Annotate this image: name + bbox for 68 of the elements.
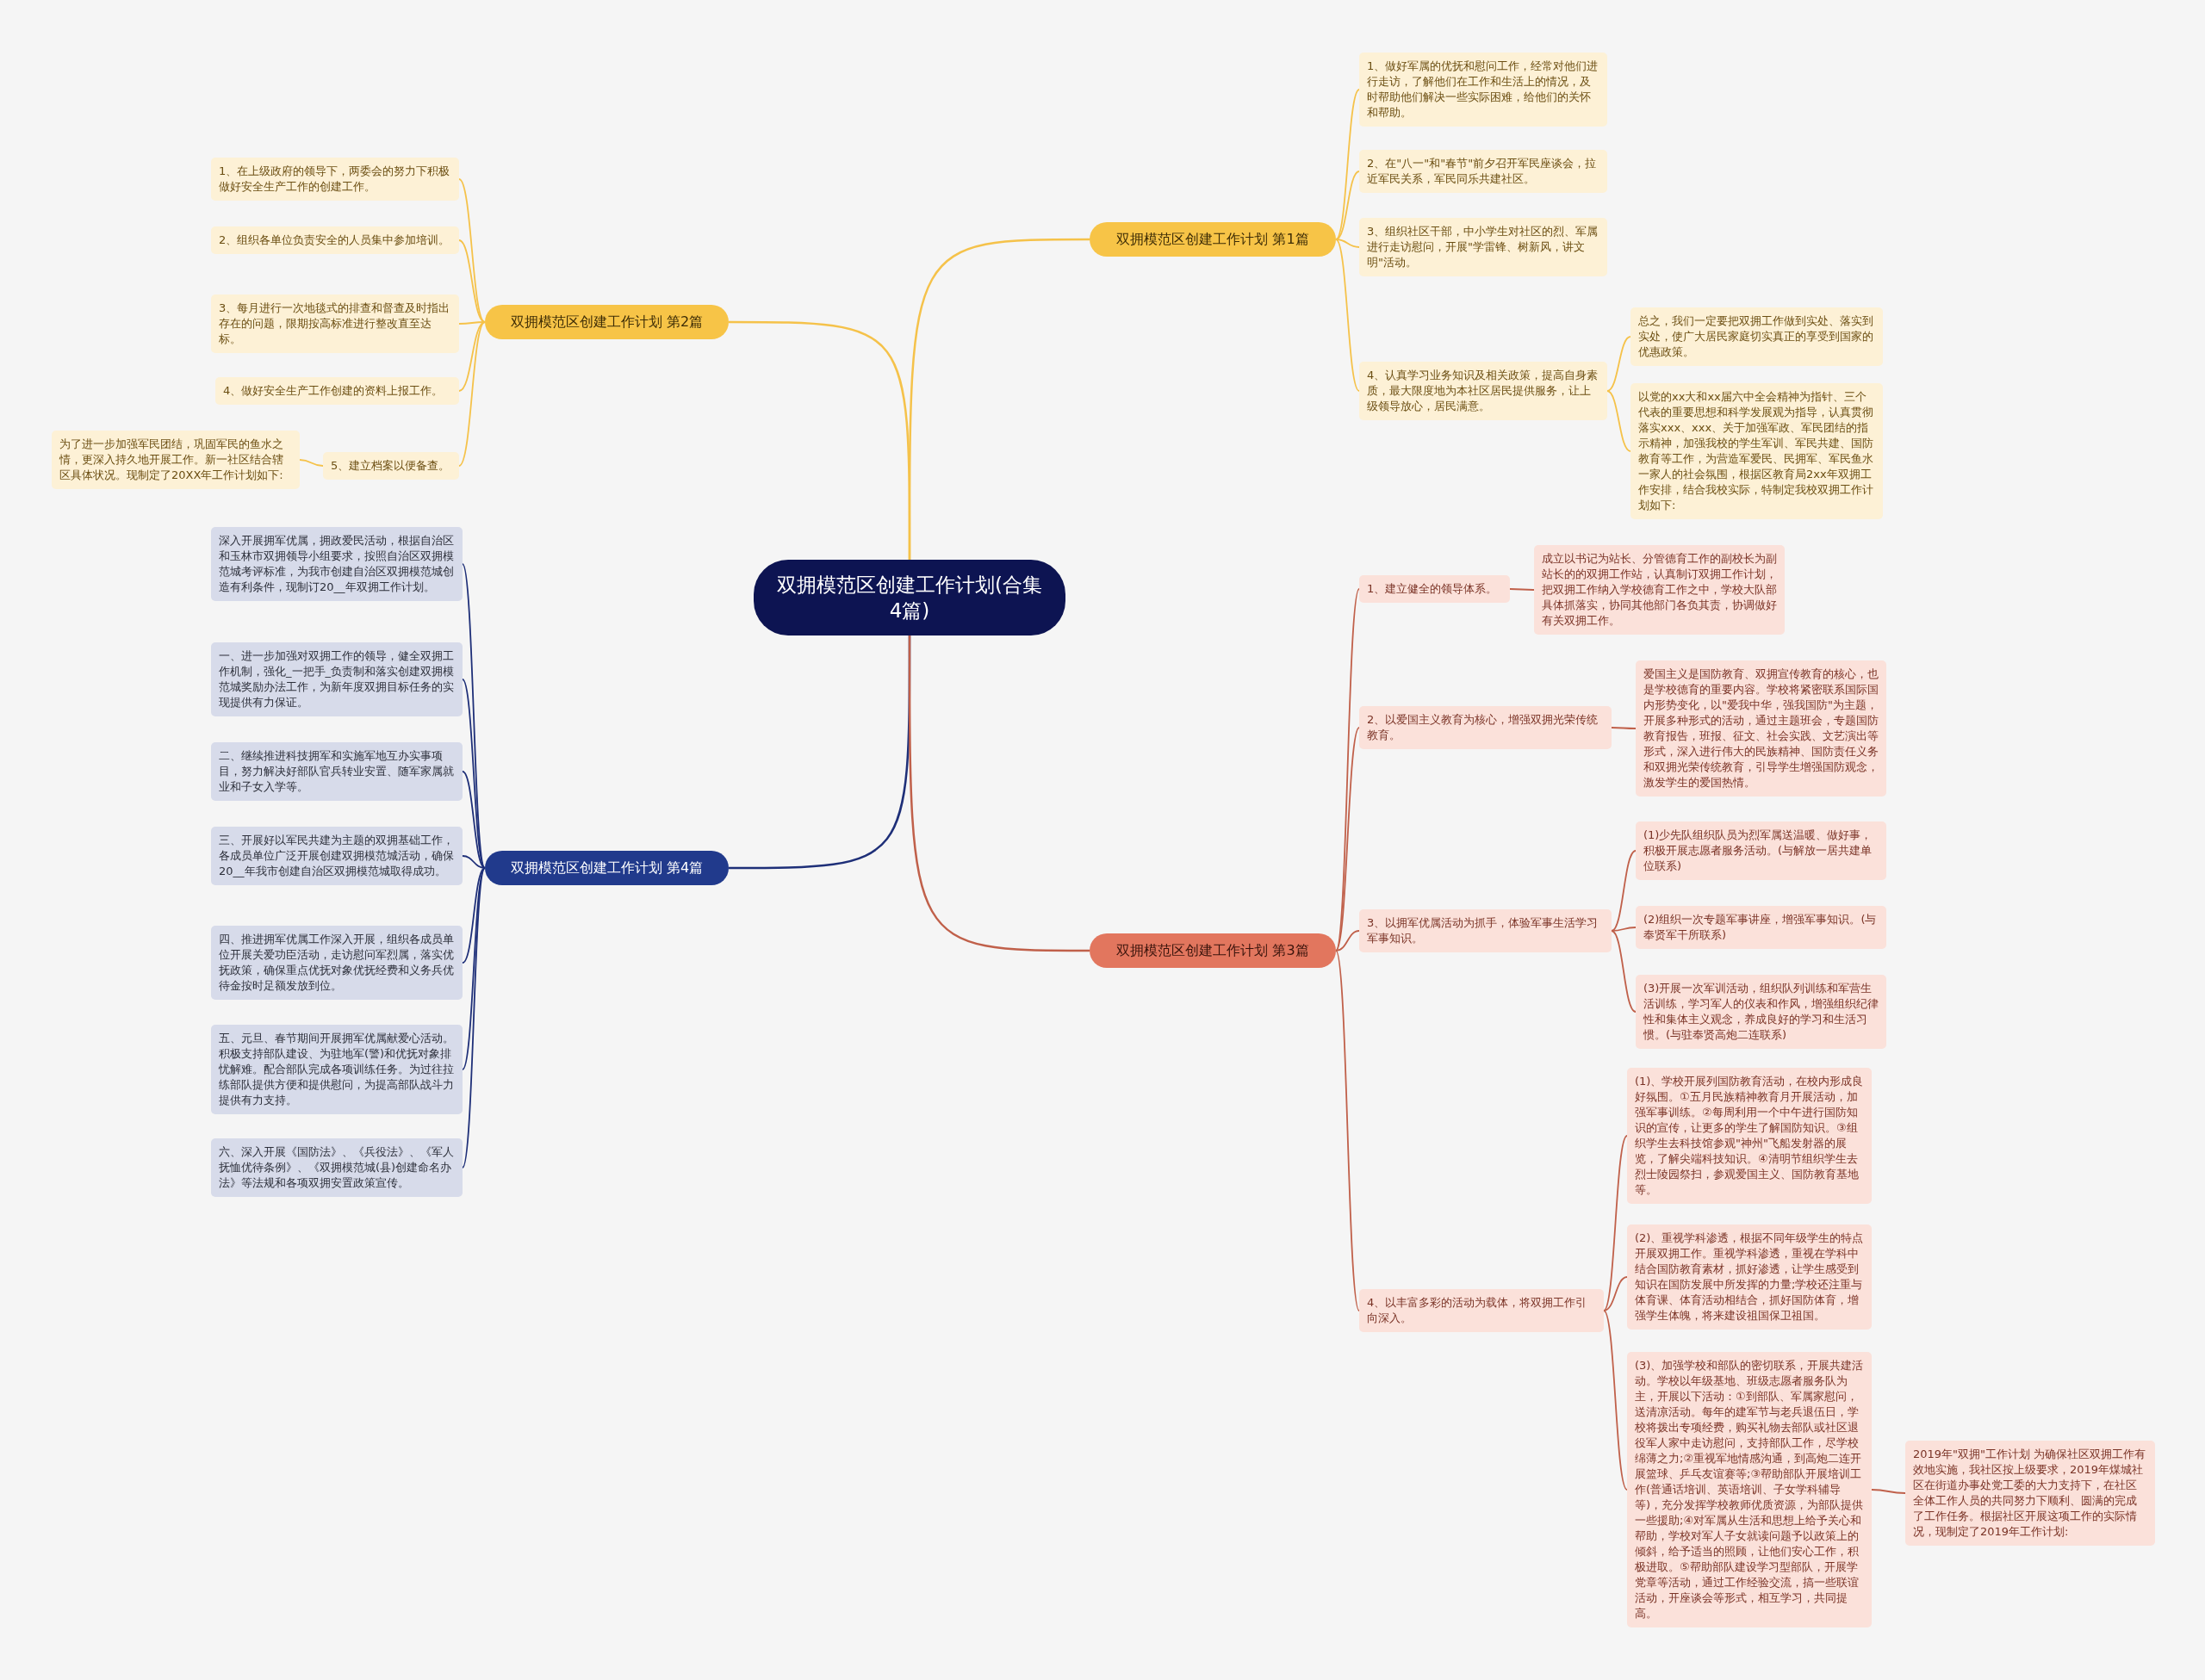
connector-line xyxy=(1611,727,1637,729)
topic-card: 4、做好安全生产工作创建的资料上报工作。 xyxy=(215,377,459,405)
topic-card: 爱国主义是国防教育、双拥宣传教育的核心，也是学校德育的重要内容。学校将紧密联系国际国内形势变化，以"爱我中华，强我国防"为主题，开展多种形式的活动，通过主题班会，专题国防教育报告，班报、征文、社会实践、文艺演出等形式，深入进行伟大的民族精神、国防责任义务和双拥光荣传统教育，引导学生增强国防观念，激发学生的爱国热情。 xyxy=(1636,660,1886,797)
connector-line xyxy=(462,867,486,1169)
connector-line xyxy=(458,239,486,323)
topic-card: 二、继续推进科技拥军和实施军地互办实事项目，努力解决好部队官兵转业安置、随军家属就业和子女入学等。 xyxy=(211,742,463,801)
topic-card: 深入开展拥军优属，拥政爱民活动，根据自治区和玉林市双拥领导小组要求，按照自治区双拥模范城考评标准，为我市创建自治区双拥模范城创造有利条件，现制订20__年双拥工作计划。 xyxy=(211,527,463,601)
topic-card: 四、推进拥军优属工作深入开展，组织各成员单位开展关爱功臣活动，走访慰问军烈属，落实优抚政策，确保重点优抚对象优抚经费和义务兵优待金按时足额发放到位。 xyxy=(211,926,463,1000)
topic-card: 4、认真学习业务知识及相关政策，提高自身素质，最大限度地为本社区居民提供服务，让上级领导放心，居民满意。 xyxy=(1359,362,1607,420)
topic-card: 成立以书记为站长、分管德育工作的副校长为副站长的的双拥工作站，认真制订双拥工作计划，把双拥工作纳入学校德育工作之中，学校大队部具体抓落实，协同其他部门各负其责，协调做好有关双拥工作。 xyxy=(1534,545,1785,635)
branch-topic: 双拥模范区创建工作计划 第1篇 xyxy=(1090,222,1336,257)
topic-card: 2019年"双拥"工作计划 为确保社区双拥工作有效地实施，我社区按上级要求，2019年煤城社区在街道办事处党工委的大力支持下，在社区全体工作人员的共同努力下顺利、圆满的完成了工作任务。根据社区开展这项工作的实际情况，现制定了2019年工作计划: xyxy=(1905,1441,2155,1546)
connector-line xyxy=(458,321,486,392)
connector-line xyxy=(1611,927,1637,932)
topic-card: 3、以拥军优属活动为抓手，体验军事生活学习军事知识。 xyxy=(1359,909,1612,952)
topic-card: 3、组织社区干部，中小学生对社区的烈、军属进行走访慰问，开展"学雷锋、树新风，讲文明"活动。 xyxy=(1359,218,1607,276)
connector-line xyxy=(1603,1310,1628,1491)
connector-line xyxy=(462,867,486,964)
connector-line xyxy=(1611,930,1637,1013)
connector-line xyxy=(299,459,324,467)
topic-card: 三、开展好以军民共建为主题的双拥基础工作，各成员单位广泛开展创建双拥模范城活动，确保20__年我市创建自治区双拥模范城取得成功。 xyxy=(211,827,463,885)
topic-card: 2、组织各单位负责安全的人员集中参加培训。 xyxy=(211,226,459,254)
topic-card: 2、在"八一"和"春节"前夕召开军民座谈会，拉近军民关系，军民同乐共建社区。 xyxy=(1359,150,1607,193)
topic-card: 六、深入开展《国防法》、《兵役法》、《军人抚恤优待条例》、《双拥模范城(县)创建命名办法》等法规和各项双拥安置政策宣传。 xyxy=(211,1138,463,1197)
topic-card: (1)少先队组织队员为烈军属送温暖、做好事，积极开展志愿者服务活动。(与解放一居共建单位联系) xyxy=(1636,821,1886,880)
topic-card: (3)、加强学校和部队的密切联系，开展共建活动。学校以年级基地、班级志愿者服务队为主，开展以下活动：①到部队、军属家慰问，送清凉活动。每年的建军节与老兵退伍日，学校将拨出专项经费，购买礼物去部队或社区退役军人家中走访慰问，支持部队工作，尽学校绵薄之力;②重视军地情感沟通，到高炮二连开展篮球、乒乓友谊赛等;③帮助部队开展培训工作(普通话培训、英语培训、子女学科辅导等)，充分发挥学校教师优质资源，为部队提供一些援助;④对军属从生活和思想上给予关心和帮助，学校对军人子女就读问题予以政策上的倾斜，给予适当的照顾，让他们安心工作，积极进取。⑤帮助部队建设学习型部队，开展学党章等活动，通过工作经验交流，搞一些联谊活动，开座谈会等形式，相互学习，共同提高。 xyxy=(1627,1352,1872,1627)
connector-line xyxy=(458,321,486,467)
branch-topic: 双拥模范区创建工作计划 第2篇 xyxy=(485,305,729,339)
connector-line xyxy=(1606,390,1631,452)
topic-card: (3)开展一次军训活动，组织队列训练和军营生活训练，学习军人的仪表和作风，增强组织纪律性和集体主义观念，养成良好的学习和生活习惯。(与驻奉贤高炮二连联系) xyxy=(1636,975,1886,1049)
connector-line xyxy=(908,238,1090,560)
topic-card: (1)、学校开展列国防教育活动，在校内形成良好氛围。①五月民族精神教育月开展活动，加强军事训练。②每周利用一个中午进行国防知识的宣传，让更多的学生了解国防知识。③组织学生去科技馆参观"神州"飞船发射器的展览，了解尖端科技知识。④清明节组织学生去烈士陵园祭扫，参观爱国主义、国防教育基地等。 xyxy=(1627,1068,1872,1204)
connector-line xyxy=(458,178,486,323)
topic-card: (2)组织一次专题军事讲座，增强军事知识。(与奉贤军干所联系) xyxy=(1636,906,1886,949)
topic-card: 总之，我们一定要把双拥工作做到实处、落实到实处，使广大居民家庭切实真正的享受到国家的优惠政策。 xyxy=(1630,307,1883,366)
topic-card: 5、建立档案以便备查。 xyxy=(323,452,459,480)
connector-line xyxy=(1335,950,1360,1311)
connector-line xyxy=(1611,850,1637,932)
connector-line xyxy=(1335,239,1360,392)
topic-card: 2、以爱国主义教育为核心，增强双拥光荣传统教育。 xyxy=(1359,706,1612,749)
topic-card: 一、进一步加强对双拥工作的领导，健全双拥工作机制，强化_一把手_负责制和落实创建双拥模范城奖励办法工作，为新年度双拥目标任务的实现提供有力保证。 xyxy=(211,642,463,716)
connector-line xyxy=(1871,1489,1906,1494)
topic-card: 1、建立健全的领导体系。 xyxy=(1359,575,1510,603)
topic-card: 1、做好军属的优抚和慰问工作，经常对他们进行走访，了解他们在工作和生活上的情况，及时帮助他们解决一些实际困难，给他们的关怀和帮助。 xyxy=(1359,53,1607,127)
connector-line xyxy=(908,635,1090,952)
connector-line xyxy=(1603,1276,1628,1311)
topic-card: 1、在上级政府的领导下，两委会的努力下积极做好安全生产工作的创建工作。 xyxy=(211,158,459,201)
connector-line xyxy=(1603,1135,1628,1311)
connector-line xyxy=(1335,930,1360,952)
connector-line xyxy=(462,867,486,1070)
connector-line xyxy=(462,771,486,869)
branch-topic: 双拥模范区创建工作计划 第4篇 xyxy=(485,851,729,885)
connector-line xyxy=(1509,588,1535,591)
connector-line xyxy=(1335,727,1360,952)
connector-line xyxy=(1606,336,1631,392)
connector-line xyxy=(1335,89,1360,240)
connector-line xyxy=(462,855,486,869)
topic-card: 五、元旦、春节期间开展拥军优属献爱心活动。积极支持部队建设、为驻地军(警)和优抚对象排忧解难。配合部队完成各项训练任务。为过往拉练部队提供方便和提供慰问，为提高部队战斗力提供有力支持。 xyxy=(211,1025,463,1114)
topic-card: 4、以丰富多彩的活动为载体，将双拥工作引向深入。 xyxy=(1359,1289,1604,1332)
branch-topic: 双拥模范区创建工作计划 第3篇 xyxy=(1090,933,1336,968)
connector-line xyxy=(1335,239,1360,248)
topic-card: 3、每月进行一次地毯式的排查和督查及时指出存在的问题，限期按高标准进行整改直至达标。 xyxy=(211,294,459,353)
connector-line xyxy=(462,679,486,869)
topic-card: 以党的xx大和xx届六中全会精神为指针、三个代表的重要思想和科学发展观为指导，认真贯彻落实xxx、xxx、关于加强军政、军民团结的指示精神，加强我校的学生军训、军民共建、国防教育等工作，为营造军爱民、民拥军、军民鱼水一家人的社会氛围，根据区教育局2xx年双拥工作安排，结合我校实际，特制定我校双拥工作计划如下: xyxy=(1630,383,1883,519)
topic-card: (2)、重视学科渗透，根据不同年级学生的特点开展双拥工作。重视学科渗透，重视在学科中结合国防教育素材，抓好渗透，让学生感受到知识在国防发展中所发挥的力量;学校还注重与体育课、体育活动相结合，抓好国防体育，增强学生体魄，将来建设祖国保卫祖国。 xyxy=(1627,1224,1872,1330)
connector-line xyxy=(1335,170,1360,240)
central-topic: 双拥模范区创建工作计划(合集4篇) xyxy=(754,560,1065,635)
topic-card: 为了进一步加强军民团结，巩固军民的鱼水之情，更深入持久地开展工作。新一社区结合辖区具体状况。现制定了20XX年工作计划如下: xyxy=(52,431,300,489)
